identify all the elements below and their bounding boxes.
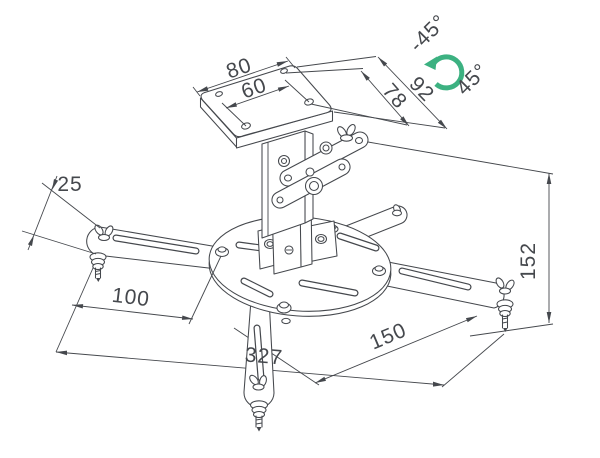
front-arm <box>243 297 275 432</box>
dim-offset-100-line <box>71 304 194 320</box>
ceiling-plate <box>199 65 334 149</box>
left-arm-screw <box>89 252 107 282</box>
left-arm-wing-nut <box>94 224 114 242</box>
dim-height-152: 152 <box>367 141 554 337</box>
dim-label-78: 78 <box>378 79 412 113</box>
dim-label-100: 100 <box>111 284 152 311</box>
tilt-bracket <box>271 124 369 209</box>
dim-offset-150-extras: 150 <box>366 318 410 354</box>
front-arm-screw <box>249 400 269 432</box>
rotation-arrowhead-icon <box>424 56 437 70</box>
tilt-wing-screw <box>337 124 356 142</box>
ceiling-plate-holes <box>215 68 314 130</box>
dim-label-25: 25 <box>57 173 82 196</box>
dim-label-minus45: -45° <box>405 10 451 56</box>
dim-offset-100-extras: 100 <box>111 255 222 325</box>
rotation-arrow-icon <box>432 54 465 91</box>
dim-label-152: 152 <box>517 242 540 280</box>
dim-offset-150-line <box>233 315 478 386</box>
dim-span-327-label: 327 <box>244 343 284 369</box>
dim-arm-width-25: 25 <box>21 173 101 255</box>
dim-label-327: 327 <box>244 343 284 369</box>
right-arm-screw <box>496 299 514 332</box>
dim-label-92: 92 <box>405 72 439 106</box>
dim-label-150: 150 <box>366 318 410 354</box>
front-arm-wing-nut <box>249 374 267 391</box>
right-arm <box>386 261 515 332</box>
left-arm <box>86 224 219 282</box>
right-arm-wing-nut <box>495 277 515 295</box>
